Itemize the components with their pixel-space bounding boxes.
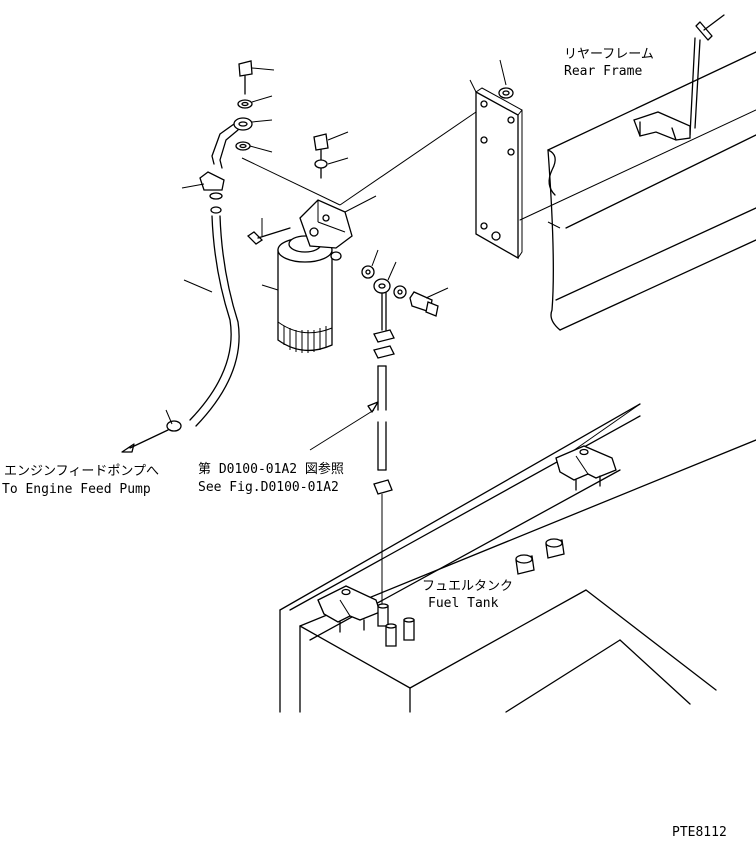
mounting-plate [339, 59, 523, 260]
fuel-line [309, 365, 393, 604]
fuel-tank-label-jp: フュエルタンク [422, 579, 513, 594]
rear-frame-label-en: Rear Frame [564, 64, 642, 79]
rear-frame-label-jp: リヤーフレーム [564, 47, 654, 62]
banjo-fittings [121, 60, 275, 453]
see-fig-label-en: See Fig.D0100-01A2 [198, 480, 339, 495]
fuel-filter [241, 131, 377, 353]
see-fig-label-jp: 第 D0100-01A2 図参照 [198, 461, 344, 477]
engine-feed-label-jp: エンジンフィードポンプへ [4, 464, 159, 479]
outlet-fittings [361, 249, 449, 359]
engine-feed-label-en: To Engine Feed Pump [2, 482, 151, 497]
drawing-code: PTE8112 [672, 825, 727, 840]
rear-frame [519, 14, 756, 331]
labels: リヤーフレーム Rear Frame エンジンフィードポンプへ To Engin… [2, 47, 727, 840]
fuel-tank-label-en: Fuel Tank [428, 596, 499, 611]
fuel-tank [279, 403, 756, 713]
